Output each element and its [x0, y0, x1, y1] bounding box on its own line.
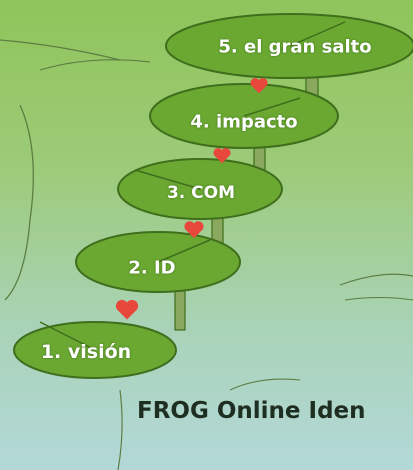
sketch-line: [39, 59, 151, 71]
heart-icon: [212, 147, 232, 169]
sketch-line: [0, 39, 121, 61]
lily-pad-notch: [289, 21, 346, 47]
lily-pad-notch: [157, 239, 211, 263]
sketch-line: [339, 273, 413, 286]
lily-pad-5: [165, 13, 413, 79]
step-label-impacto: 4. impacto: [190, 111, 298, 133]
heart-icon: [249, 77, 269, 99]
step-label-vision: 1. visión: [40, 341, 132, 363]
lily-pad-notch: [243, 97, 301, 117]
step-label-com: 3. COM: [166, 183, 236, 203]
step-label-gran-salto: 5. el gran salto: [218, 36, 372, 58]
caption-title: FROG Online Iden: [137, 398, 366, 424]
step-label-id: 2. ID: [128, 257, 176, 279]
sketch-line: [344, 296, 413, 301]
sketch-line: [117, 389, 123, 470]
lily-pad-notch: [39, 321, 96, 351]
sketch-line: [229, 378, 301, 391]
sketch-line: [4, 104, 34, 301]
heart-icon: [183, 220, 205, 244]
heart-icon: [114, 299, 140, 326]
lily-pad-notch: [134, 169, 201, 190]
